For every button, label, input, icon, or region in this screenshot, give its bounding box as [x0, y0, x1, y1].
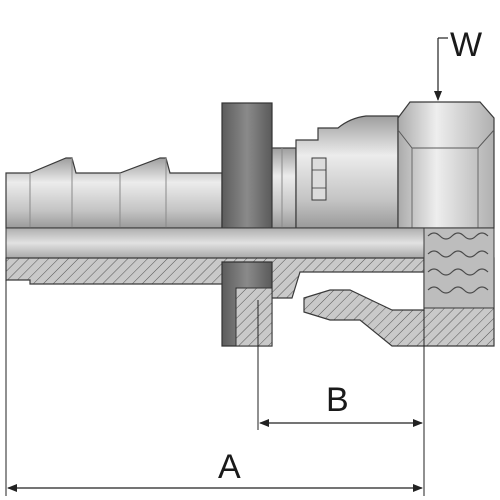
b-label: B: [326, 381, 349, 419]
bore-passage: [5, 227, 425, 259]
dimension-w: W: [434, 26, 482, 101]
a-label: A: [218, 448, 241, 486]
dimension-a: A: [7, 448, 423, 492]
hex-nut: [397, 101, 495, 229]
w-label: W: [450, 26, 482, 64]
seal-ring-section: [221, 261, 273, 347]
seal-ring: [221, 102, 273, 229]
extension-lines: [5, 280, 425, 496]
dimension-b: B: [259, 381, 423, 427]
shoulder-collar: [271, 147, 297, 229]
swivel-body: [295, 115, 399, 229]
stem-section: [5, 257, 425, 299]
hose-tail-barbed-stem: [5, 157, 223, 229]
thread-section: [427, 232, 489, 294]
swivel-nut-section: [303, 227, 495, 347]
